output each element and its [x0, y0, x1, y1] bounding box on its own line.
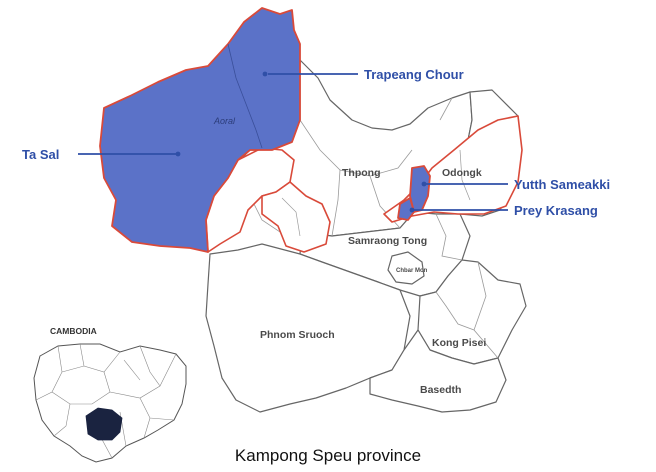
inset-province-lines [35, 343, 177, 459]
callout-dot-ta-sal [175, 151, 181, 157]
callouts: Trapeang Chour Ta Sal Yutth Sameakki Pre… [22, 67, 610, 218]
callout-label-ta-sal: Ta Sal [22, 147, 59, 162]
label-thpong: Thpong [342, 167, 380, 179]
callout-label-prey-krasang: Prey Krasang [514, 203, 598, 218]
label-phnom-sruoch: Phnom Sruoch [260, 329, 335, 341]
map-caption: Kampong Speu province [234, 446, 422, 465]
district-chbar-mon [387, 251, 425, 285]
commune-prey-krasang [397, 197, 415, 221]
inset-map: CAMBODIA [33, 326, 187, 463]
callout-dot-trapeang-chour [262, 71, 268, 77]
callout-label-yutth-sameakki: Yutth Sameakki [514, 177, 610, 192]
white-commune-inner-lines [281, 149, 471, 237]
callout-dot-yutth-sameakki [421, 181, 427, 187]
commune-ta-sal [99, 7, 301, 253]
inset-country-outline [33, 343, 187, 463]
label-chbar-mon: Chbar Mon [396, 268, 428, 274]
commune-divider [227, 43, 263, 149]
label-basedth: Basedth [420, 384, 461, 396]
highlighted-communes [99, 7, 431, 253]
label-odongk: Odongk [442, 167, 482, 179]
callout-label-trapeang-chour: Trapeang Chour [364, 67, 464, 82]
inset-kampong-speu-highlight [85, 407, 123, 441]
inset-title: CAMBODIA [50, 326, 97, 336]
label-kong-pisei: Kong Pisei [432, 337, 486, 349]
highlighted-region-label: Aoral [213, 116, 236, 126]
callout-dot-prey-krasang [409, 207, 415, 213]
label-samraong-tong: Samraong Tong [348, 235, 427, 247]
district-basedth [369, 329, 507, 413]
commune-white-middle [261, 181, 331, 253]
